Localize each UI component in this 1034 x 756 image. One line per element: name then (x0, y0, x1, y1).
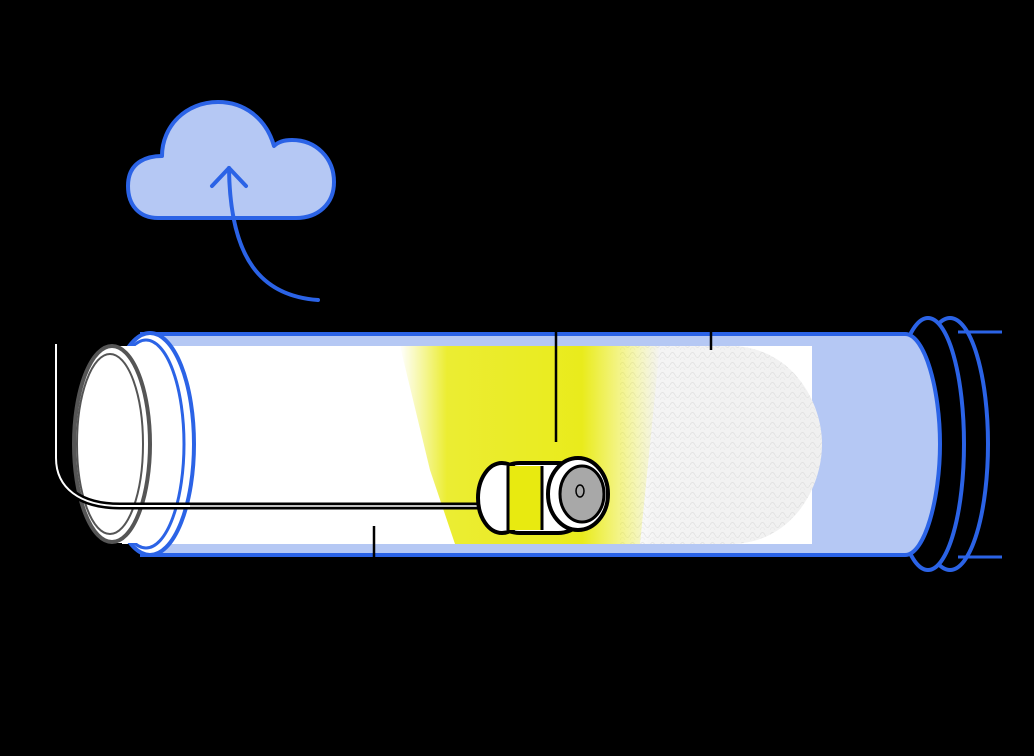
callout-leaders (372, 332, 713, 558)
camera-head-icon (476, 456, 610, 535)
pipe-interior (122, 346, 822, 544)
cloud-icon (126, 100, 336, 220)
pipe-left-opening (72, 331, 196, 557)
arrow-up-icon (227, 166, 320, 302)
cloud-upload-icon (126, 100, 336, 302)
camera-cable (52, 344, 490, 510)
